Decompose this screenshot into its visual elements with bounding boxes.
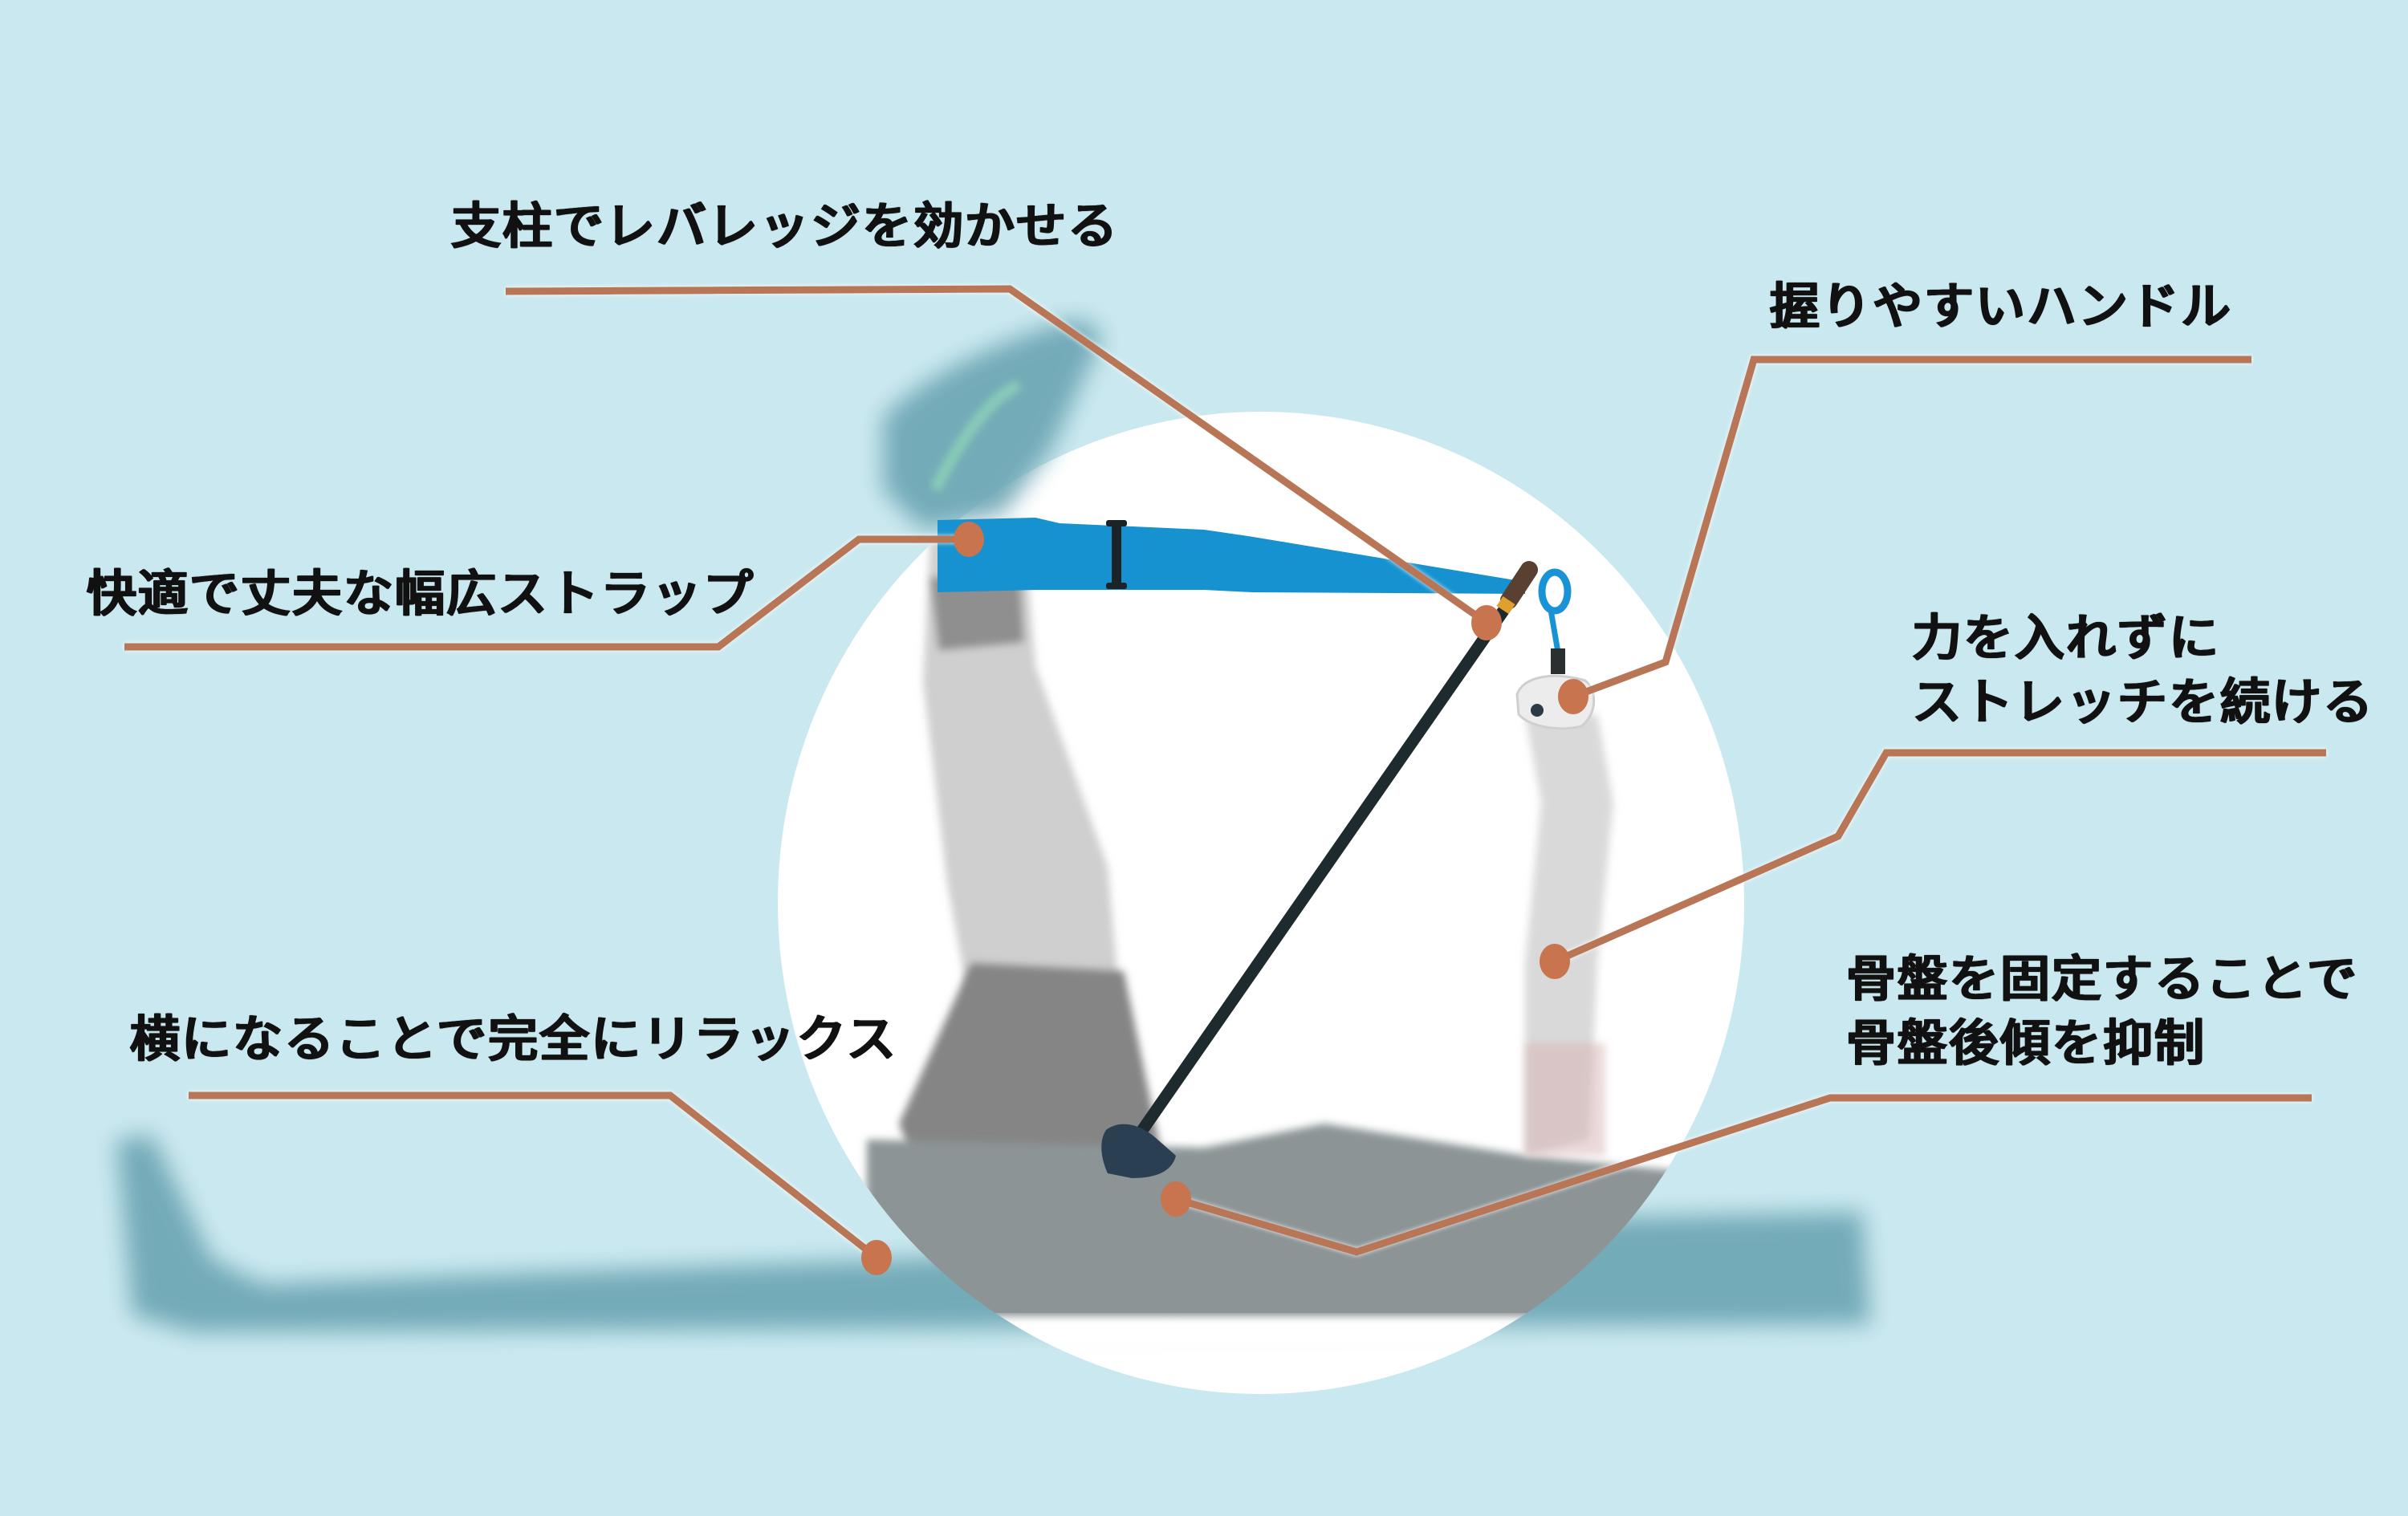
leader-relax: [189, 1091, 879, 1261]
label-handle: 握りやすいハンドル: [1770, 274, 2232, 339]
label-strap: 快適で丈夫な幅広ストラップ: [87, 562, 755, 626]
label-pelvis: 骨盤を固定することで 骨盤後傾を抑制: [1846, 947, 2358, 1075]
dot-strap: [954, 522, 984, 557]
strap-buckle: [1112, 522, 1121, 587]
shoe-logo: [929, 380, 1022, 493]
label-pole: 支柱でレバレッジを効かせる: [451, 194, 1119, 258]
label-handle-line-1: 握りやすいハンドル: [1770, 277, 2233, 335]
label-relax-line-1: 横になることで完全にリラックス: [130, 1010, 898, 1068]
label-no-force-line-1: 力を入れずに: [1912, 608, 2221, 667]
dot-handle: [1558, 679, 1588, 714]
leader-no-force: [1553, 749, 2326, 965]
label-strap-line-1: 快適で丈夫な幅広ストラップ: [87, 564, 755, 623]
label-pole-line-1: 支柱でレバレッジを効かせる: [451, 197, 1120, 255]
dot-relax: [861, 1240, 892, 1275]
label-no-force: 力を入れずに ストレッチを続ける: [1912, 606, 2374, 734]
dot-pole: [1471, 605, 1502, 640]
leader-strap: [124, 535, 969, 651]
leader-lines: [124, 285, 2326, 1261]
dot-no-force: [1540, 944, 1570, 979]
dot-pelvis: [1161, 1181, 1191, 1217]
pole-base: [1101, 1124, 1176, 1178]
label-relax: 横になることで完全にリラックス: [130, 1007, 897, 1071]
leader-dots: [861, 522, 1588, 1275]
leader-handle: [1572, 356, 2251, 701]
label-no-force-line-2: ストレッチを続ける: [1912, 673, 2375, 731]
label-pelvis-line-2: 骨盤後傾を抑制: [1846, 1014, 2207, 1072]
pole: [1101, 561, 1538, 1178]
label-pelvis-line-1: 骨盤を固定することで: [1846, 949, 2359, 1008]
strap: [938, 518, 1525, 594]
leader-pelvis: [1174, 1094, 2312, 1256]
leader-pole: [505, 285, 1489, 626]
